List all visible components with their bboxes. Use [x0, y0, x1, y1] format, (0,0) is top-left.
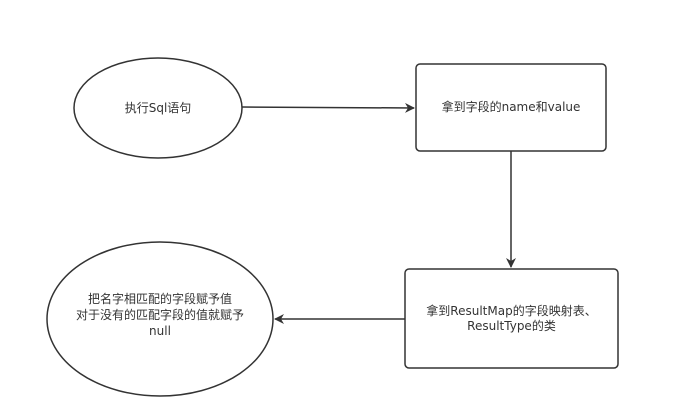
node-get-resultmap-label: 拿到ResultMap的字段映射表、 ResultType的类 — [426, 303, 597, 333]
node-assign-fields-label: 把名字相匹配的字段赋予值 对于没有的匹配字段的值就赋予 null — [75, 292, 244, 338]
edge-exec-sql-to-get-fields — [241, 102, 415, 113]
node-get-fields-label: 拿到字段的name和value — [441, 100, 581, 114]
node-exec-sql-label: 执行Sql语句 — [124, 100, 192, 115]
node-exec-sql-shape[interactable] — [73, 57, 243, 159]
node-assign-fields-shape[interactable] — [46, 241, 274, 397]
